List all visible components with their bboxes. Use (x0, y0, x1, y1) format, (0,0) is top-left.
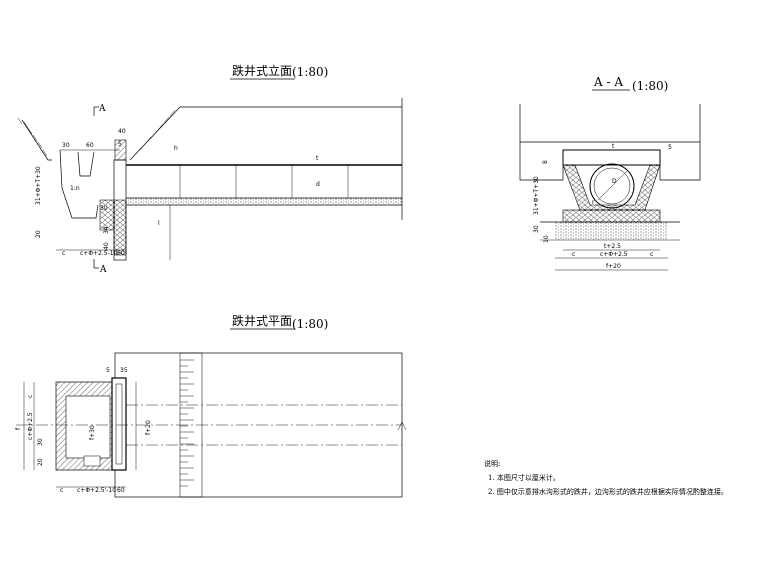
plan-dim-f30: f+30 (89, 425, 96, 440)
dim-60b: 60 (117, 250, 125, 257)
plan-dim-c: c (27, 395, 34, 398)
plan-dim-fd: f+20 (145, 420, 152, 435)
pipe-radius-label: r (592, 199, 595, 206)
plan-dim-c2: c (60, 487, 63, 494)
plan-well-step (83, 455, 101, 467)
pipe-diameter-label: D (612, 178, 617, 185)
plan-title: 跌井式平面 (232, 313, 292, 328)
section-dim-30: 30 (533, 225, 540, 233)
left-ground-line (21, 119, 52, 161)
note-1: 1. 本图尺寸以厘米计。 (488, 473, 560, 482)
dim-20: 20 (35, 230, 42, 238)
dim-40: 40 (118, 128, 126, 135)
dim-40b: 40 (103, 242, 110, 250)
section-scale: (1:80) (632, 79, 668, 93)
plan-dim-length: c+Φ+2.5'-10 (77, 487, 116, 494)
dim-h: h (174, 145, 178, 152)
section-dim-mid: c+Φ+2.5 (600, 251, 628, 258)
plan-dim-5: 5 (106, 367, 110, 374)
dim-slope: 1:n (70, 185, 80, 192)
dim-c: c (62, 250, 65, 257)
section-cap (562, 149, 661, 166)
plan-scale: (1:80) (292, 317, 328, 331)
section-base-stone (562, 209, 661, 223)
section-view: A - A (1:80) D r t 5 8 31+Φ+T+30 30 10 t… (519, 75, 701, 271)
notes-heading: 说明: (484, 459, 500, 468)
section-dim-t: t (612, 143, 615, 150)
plan-slope-ticks (180, 359, 194, 487)
section-dim-total: f+20 (606, 263, 621, 270)
right-slope-hatch (139, 109, 176, 151)
dim-t: t (316, 155, 319, 162)
section-dim-height: 31+Φ+T+30 (533, 176, 540, 215)
left-slope-hatch (17, 117, 48, 157)
pipe-inner (593, 167, 631, 205)
pipe-diameter-line (597, 169, 629, 201)
dim-60: 60 (86, 142, 94, 149)
section-dim-c1: c (572, 251, 575, 258)
ditch-inner (77, 151, 95, 177)
well-wall-stone (113, 199, 127, 256)
culvert-bedding (126, 198, 402, 205)
dim-30: 30 (62, 142, 70, 149)
elevation-view: 跌井式立面 (1:80) A A (17, 63, 403, 275)
plan-dim-35: 35 (120, 367, 128, 374)
section-dim-10: 10 (543, 235, 550, 243)
plan-view: 跌井式平面 (1:80) f c c+Φ+2.5 30 20 5 35 f+30… (15, 313, 407, 498)
ditch-profile (59, 149, 99, 219)
plan-cap (111, 377, 127, 471)
dim-d: d (316, 181, 320, 188)
section-label-bottom: A (99, 265, 107, 275)
dim-left-height: 31+Φ+T+30 (35, 166, 42, 205)
section-dim-d8: 8 (542, 160, 549, 164)
dim-l: l (158, 220, 160, 227)
notes-block: 说明: 1. 本图尺寸以厘米计。 2. 图中仅示意排水沟形式的跌井，边沟形式的跌… (484, 459, 728, 496)
dim-30b: 30 (100, 205, 108, 212)
section-dim-c2: c (650, 251, 653, 258)
section-wall-stone (562, 164, 661, 211)
plan-dim-cd: c+Φ+2.5 (27, 412, 34, 440)
dim-5: 5 (118, 141, 122, 148)
plan-well-opening (65, 395, 111, 459)
section-dim-5: 5 (668, 144, 672, 151)
elevation-title: 跌井式立面 (232, 63, 292, 78)
plan-dim-30: 30 (37, 438, 44, 446)
section-foundation-gravel (555, 222, 668, 240)
section-label-top: A (98, 104, 106, 114)
pipe-outer (589, 163, 635, 209)
elevation-scale: (1:80) (292, 65, 328, 79)
plan-dim-20: 20 (37, 458, 44, 466)
section-title: A - A (593, 75, 623, 89)
dim-length: c+Φ+2.5-10 (80, 250, 118, 257)
plan-dim-f: f (15, 427, 22, 430)
note-2: 2. 图中仅示意排水沟形式的跌井，边沟形式的跌井应根据实际情况酌整连接。 (488, 487, 728, 496)
plan-cap-inner (115, 383, 123, 465)
section-dim-t2: t+2.5 (604, 243, 621, 250)
plan-break-symbol (397, 421, 407, 431)
plan-dim-60: 60 (117, 487, 125, 494)
dim-34: 34 (103, 226, 110, 234)
